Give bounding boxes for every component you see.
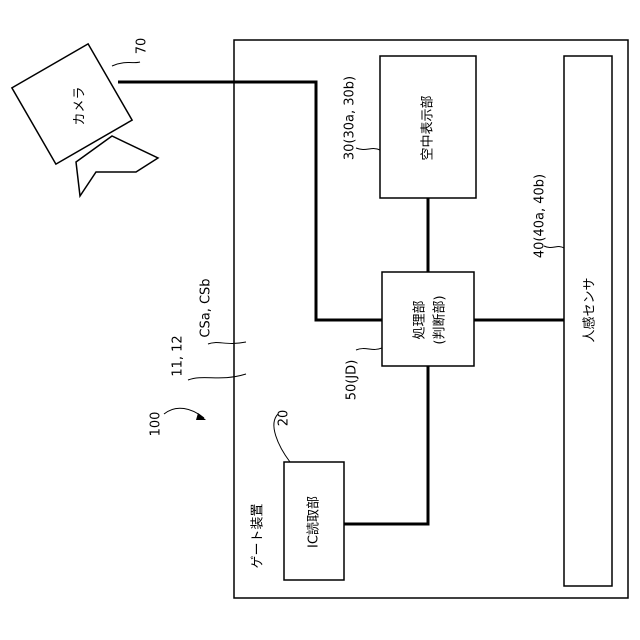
surface-ref-leader — [208, 342, 246, 344]
processing-unit-box — [382, 272, 474, 366]
surface-ref: CSa, CSb — [199, 278, 214, 337]
human-sensor-ref: 40(40a, 40b) — [533, 174, 548, 258]
human-sensor-label: 人感センサ — [582, 277, 598, 342]
processing-unit-label: 処理部 — [413, 300, 428, 339]
camera-label: カメラ — [73, 86, 88, 125]
processing-unit-ref: 50(JD) — [345, 360, 360, 401]
aerial-display-label: 空中表示部 — [421, 95, 436, 160]
processing-unit-ref-leader — [356, 348, 382, 350]
system-ref-arrowhead — [196, 413, 206, 420]
ic-reader-ref: 20 — [277, 410, 292, 427]
gate-device-label: ゲート装置 — [251, 503, 266, 568]
wall-ref-leader — [188, 374, 246, 380]
ic-reader-label: IC読取部 — [306, 496, 322, 548]
camera-ref: 70 — [135, 38, 150, 55]
camera-icon: カメラ — [12, 44, 158, 196]
processing-unit-sublabel: (判断部) — [433, 295, 448, 344]
system-ref: 100 — [149, 412, 164, 437]
wall-ref: 11, 12 — [171, 335, 186, 376]
aerial-display-ref-leader — [356, 148, 380, 150]
aerial-display-ref: 30(30a, 30b) — [343, 76, 358, 160]
camera-ref-leader — [112, 62, 140, 66]
